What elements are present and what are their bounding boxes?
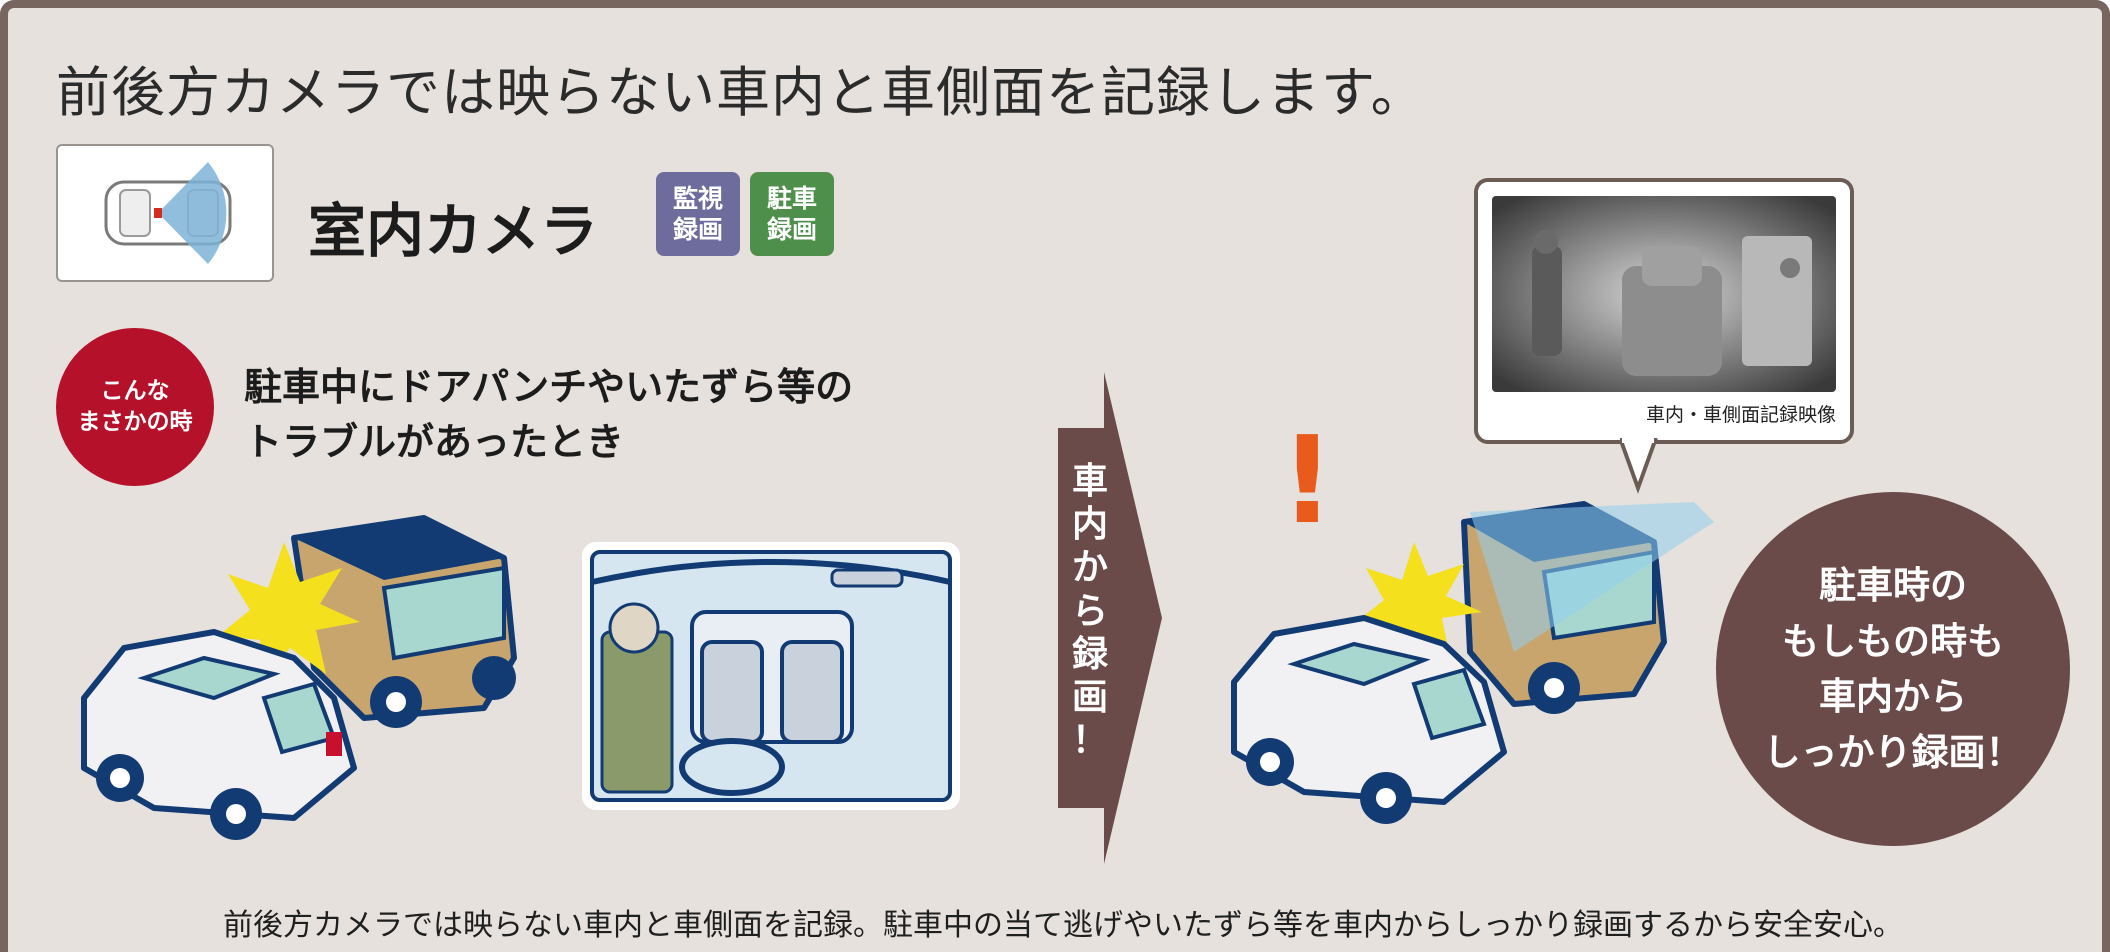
- parking-recording-badge: 駐車 録画: [750, 172, 834, 256]
- van-icon: [291, 515, 517, 728]
- bubble-tail: [1620, 438, 1658, 494]
- car-icon: [81, 629, 357, 840]
- promo-circle: 駐車時の もしもの時も 車内から しっかり録画！: [1716, 492, 2070, 846]
- door-punch-illustration: [81, 515, 517, 840]
- situation-badge-line: まさかの時: [77, 409, 193, 435]
- promo-line: しっかり録画！: [1763, 730, 2023, 774]
- badge-line: 録画: [766, 215, 817, 244]
- promo-line: 駐車時の: [1819, 564, 1967, 607]
- car-interior-illustration: [582, 542, 960, 810]
- badge-line: 録画: [672, 215, 723, 244]
- monitoring-recording-badge: 監視 録画: [656, 172, 740, 256]
- situation-badge: こんな まさかの時: [56, 328, 214, 486]
- seat-icon: [700, 640, 764, 744]
- arrow-char: 画: [1071, 676, 1108, 718]
- camera-name: 室内カメラ: [308, 197, 599, 265]
- badge-line: 監視: [672, 183, 723, 213]
- arrow-char: か: [1071, 547, 1108, 589]
- promo-line: もしもの時も: [1782, 619, 2004, 663]
- page-title: 前後方カメラでは映らない車内と車側面を記録します。: [56, 61, 1426, 124]
- person-icon: [600, 630, 674, 794]
- mirror-icon: [830, 568, 904, 588]
- interior-recording-image: [1492, 196, 1836, 392]
- promo-line: 車内から: [1819, 675, 1967, 718]
- exclamation-icon: !: [1280, 412, 1335, 551]
- footer-description: 前後方カメラでは映らない車内と車側面を記録。駐車中の当て逃げやいたずら等を車内か…: [223, 908, 1903, 943]
- car-icon: [1231, 615, 1507, 824]
- recorded-image-caption: 車内・車側面記録映像: [1645, 404, 1836, 426]
- seat-icon: [780, 640, 844, 744]
- steering-wheel-icon: [679, 738, 785, 796]
- impact-star-icon: [1356, 542, 1482, 664]
- situation-line: トラブルがあったとき: [244, 420, 625, 465]
- arrow-char: ！: [1071, 720, 1108, 762]
- situation-text: 駐車中にドアパンチやいたずら等の トラブルがあったとき: [244, 360, 853, 470]
- camera-coverage-icon: [56, 144, 274, 282]
- arrow-char: 内: [1071, 504, 1108, 546]
- recording-scene-illustration: !: [1231, 412, 1714, 824]
- situation-line: 駐車中にドアパンチやいたずら等の: [244, 365, 854, 409]
- arrow-char: ら: [1071, 590, 1108, 632]
- arrow-char: 車: [1071, 461, 1108, 502]
- situation-badge-line: こんな: [100, 377, 170, 404]
- camera-beam: [1470, 502, 1714, 652]
- arrow-char: 録: [1071, 633, 1108, 675]
- direction-arrow: [1058, 372, 1162, 864]
- impact-star-icon: [218, 542, 360, 682]
- badge-line: 駐車: [766, 183, 817, 213]
- arrow-label: 車 内 か ら 録 画 ！: [1056, 460, 1124, 762]
